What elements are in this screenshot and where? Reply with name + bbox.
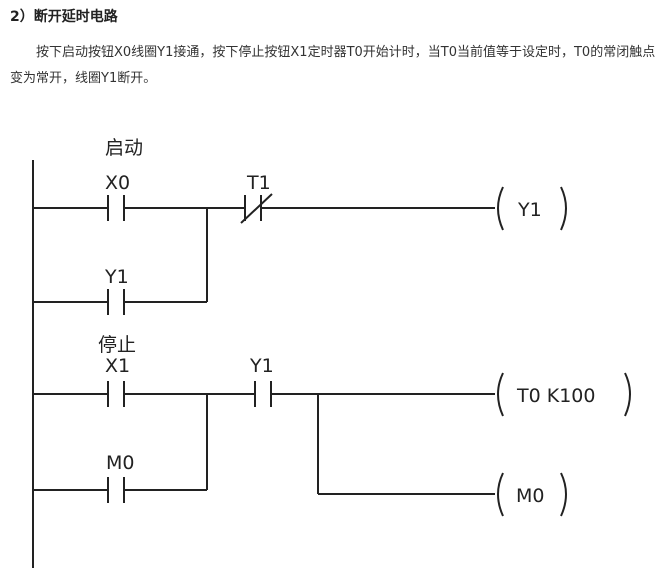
coil-timer-right-paren [624,372,631,417]
label-coil-y1: Y1 [517,199,542,221]
coil-timer-left-paren [497,372,504,417]
label-y1-hold: Y1 [104,266,129,288]
label-x1: X1 [105,355,130,377]
label-t1: T1 [246,172,271,194]
label-m0: M0 [106,452,134,474]
label-coil-m0: M0 [516,485,544,507]
label-x0: X0 [105,172,130,194]
description-paragraph: 按下启动按钮X0线圈Y1接通，按下停止按钮X1定时器T0开始计时，当T0当前值等… [10,40,660,92]
label-y1: Y1 [249,355,274,377]
label-start: 启动 [105,137,143,159]
label-stop: 停止 [98,334,136,356]
coil-y1-right-paren [560,186,567,231]
description-text: 按下启动按钮X0线圈Y1接通，按下停止按钮X1定时器T0开始计时，当T0当前值等… [10,45,656,86]
coil-m0-right-paren [560,472,567,517]
section-heading: 2）断开延时电路 [10,9,118,25]
contact-t1-slash [240,193,273,224]
coil-m0-left-paren [497,472,504,517]
coil-y1-left-paren [497,186,504,231]
label-coil-timer: T0 K100 [516,385,595,407]
